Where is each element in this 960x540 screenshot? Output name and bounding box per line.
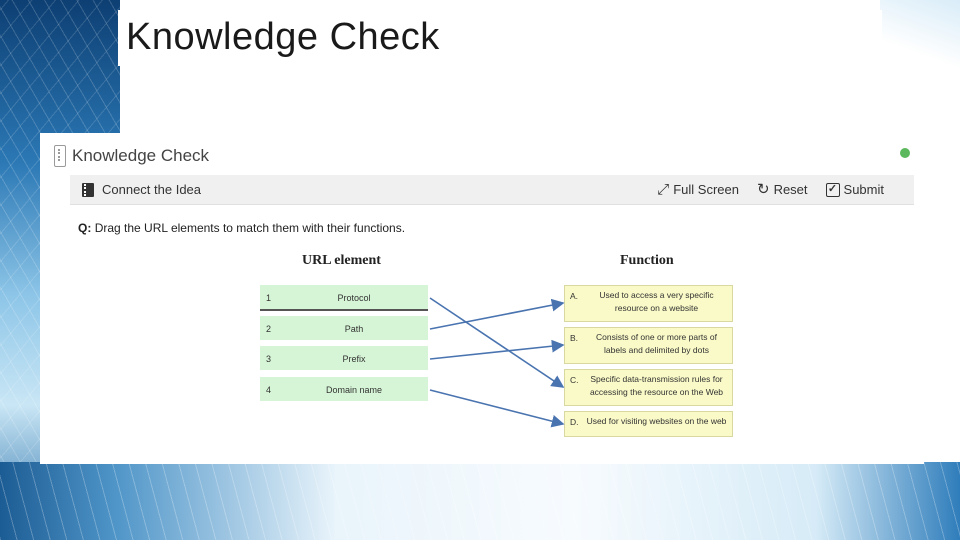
notebook-icon [82,182,94,197]
submit-button[interactable]: ✓ Submit [825,182,884,197]
knowledge-check-panel: Knowledge Check Connect the Idea ⤢ Full … [40,133,924,464]
function-text: Used to access a very specific resource … [599,290,714,313]
question-prefix: Q: [78,221,92,235]
app-logo-icon [54,145,66,167]
url-element-label: Prefix [342,354,366,364]
activity-toolbar: Connect the Idea ⤢ Full Screen ↻ Reset ✓… [70,175,914,205]
reset-button[interactable]: ↻ Reset [757,182,808,197]
url-element-item[interactable]: 1 Protocol [260,285,428,311]
function-item[interactable]: C. Specific data-transmission rules for … [564,369,733,406]
full-screen-button[interactable]: ⤢ Full Screen [657,182,739,197]
slide-background-top-right [880,0,960,70]
function-text: Specific data-transmission rules for acc… [589,374,724,397]
url-element-item[interactable]: 4 Domain name [260,377,428,403]
url-element-label: Domain name [325,385,383,395]
function-item[interactable]: D. Used for visiting websites on the web [564,411,733,437]
connector-arrow [429,297,565,388]
url-element-number: 3 [266,354,272,364]
checkbox-icon: ✓ [825,182,840,197]
question-text: Q: Drag the URL elements to match them w… [78,221,405,235]
status-dot-icon [900,148,910,158]
function-text: Consists of one or more parts of labels … [596,332,717,355]
url-element-heading: URL element [302,253,381,268]
function-letter: A. [570,291,579,301]
connector-arrow [429,389,565,428]
url-element-label: Path [344,324,364,334]
slide-title: Knowledge Check [126,16,440,58]
function-letter: B. [570,333,579,343]
function-item[interactable]: A. Used to access a very specific resour… [564,285,733,322]
panel-title: Knowledge Check [72,146,210,165]
function-item[interactable]: B. Consists of one or more parts of labe… [564,327,733,364]
expand-icon: ⤢ [657,181,670,198]
function-letter: D. [570,417,579,427]
activity-title: Connect the Idea [102,182,202,197]
submit-label: Submit [843,182,884,197]
slide-title-box: Knowledge Check [118,10,882,66]
connector-arrow [429,339,565,360]
url-element-number: 2 [266,324,272,334]
function-text: Used for visiting websites on the web [586,416,727,426]
slide-background-bottom [0,462,960,540]
function-letter: C. [570,375,579,385]
connector-arrow [429,298,565,330]
url-element-item[interactable]: 3 Prefix [260,346,428,372]
panel-header: Knowledge Check [54,143,209,169]
url-element-item[interactable]: 2 Path [260,316,428,342]
url-element-number: 4 [266,385,272,395]
url-element-label: Protocol [337,293,371,303]
toolbar-actions: ⤢ Full Screen ↻ Reset ✓ Submit [657,182,884,197]
question-body: Drag the URL elements to match them with… [94,221,406,235]
url-element-number: 1 [266,293,272,303]
full-screen-label: Full Screen [673,182,739,197]
reset-label: Reset [773,182,808,197]
function-heading: Function [620,253,674,268]
refresh-icon: ↻ [756,181,770,198]
